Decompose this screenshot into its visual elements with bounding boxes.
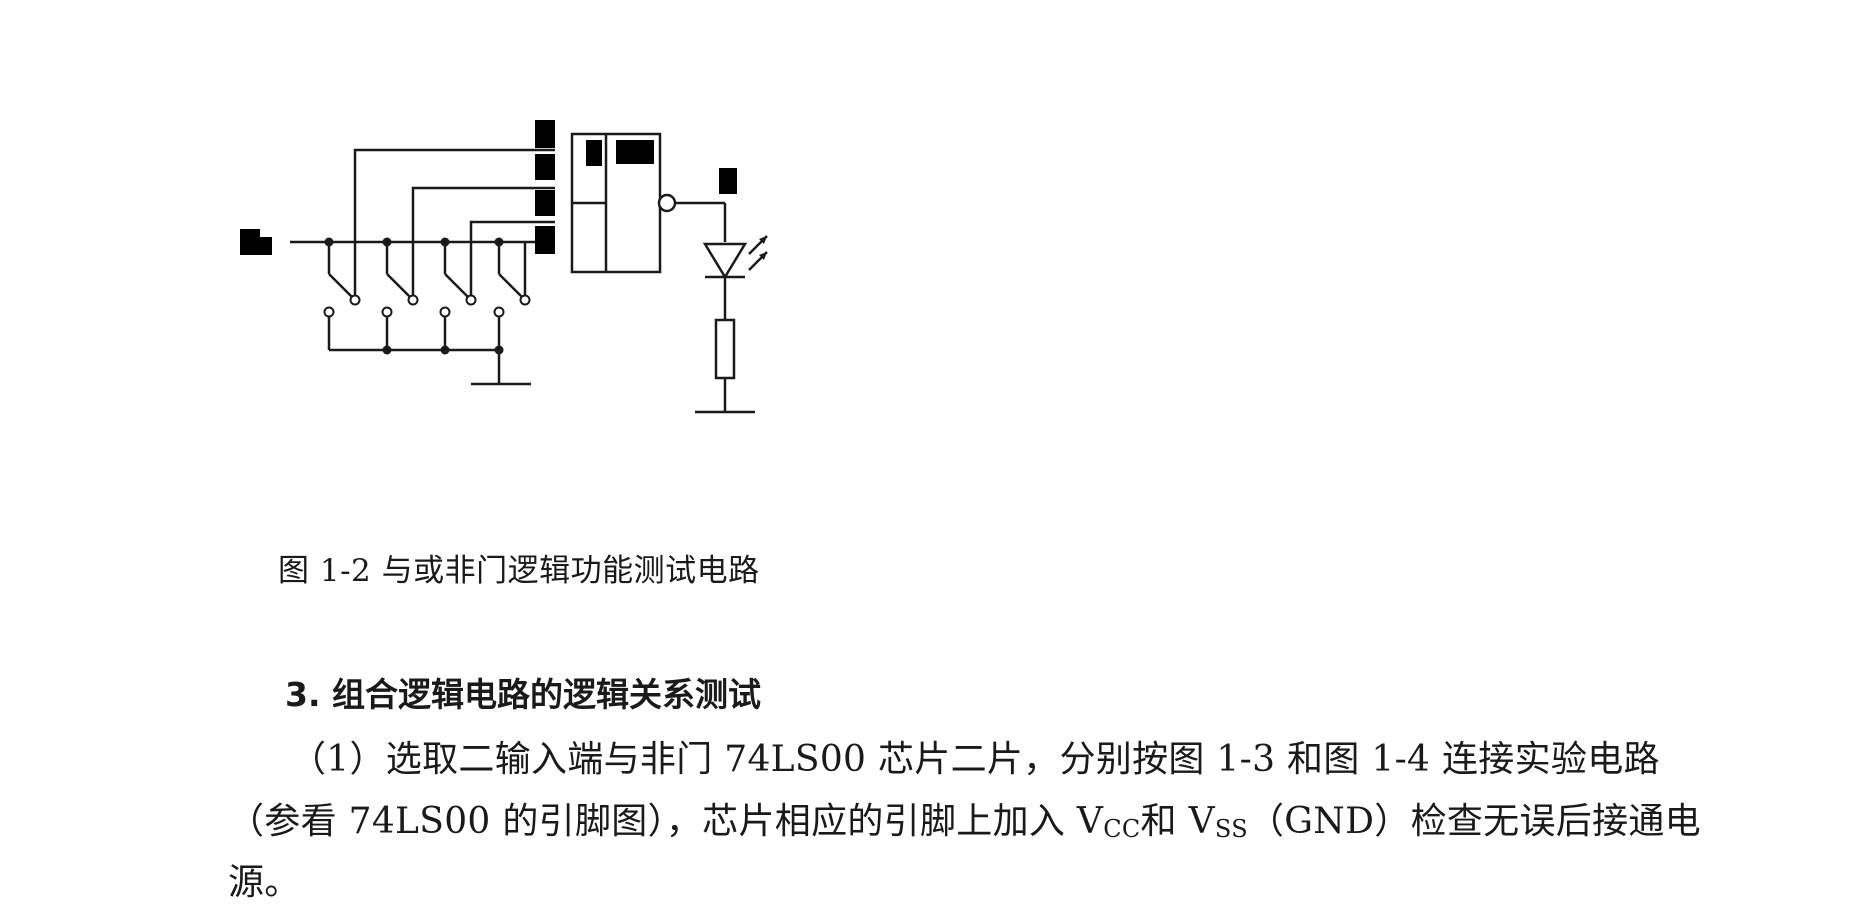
figure-caption: 图 1-2 与或非门逻辑功能测试电路 [278,553,760,589]
paragraph-line-2-post: （GND）检查无误后接通电 [1247,801,1701,842]
section-heading: 3. 组合逻辑电路的逻辑关系测试 [285,675,761,714]
paragraph-line-2-mid: 和 V [1140,801,1215,842]
circuit-figure [240,120,768,414]
paragraph-line-2: （参看 74LS00 的引脚图），芯片相应的引脚上加入 VCC和 VSS（GND… [228,792,1701,844]
paragraph-line-1: （1）选取二输入端与非门 74LS00 芯片二片，分别按图 1-3 和图 1-4… [290,739,1660,780]
vss-subscript: SS [1214,815,1248,843]
vcc-subscript: CC [1103,815,1141,843]
paragraph-line-3: 源。 [228,862,301,903]
paragraph-line-2-pre: （参看 74LS00 的引脚图），芯片相应的引脚上加入 V [228,801,1104,842]
